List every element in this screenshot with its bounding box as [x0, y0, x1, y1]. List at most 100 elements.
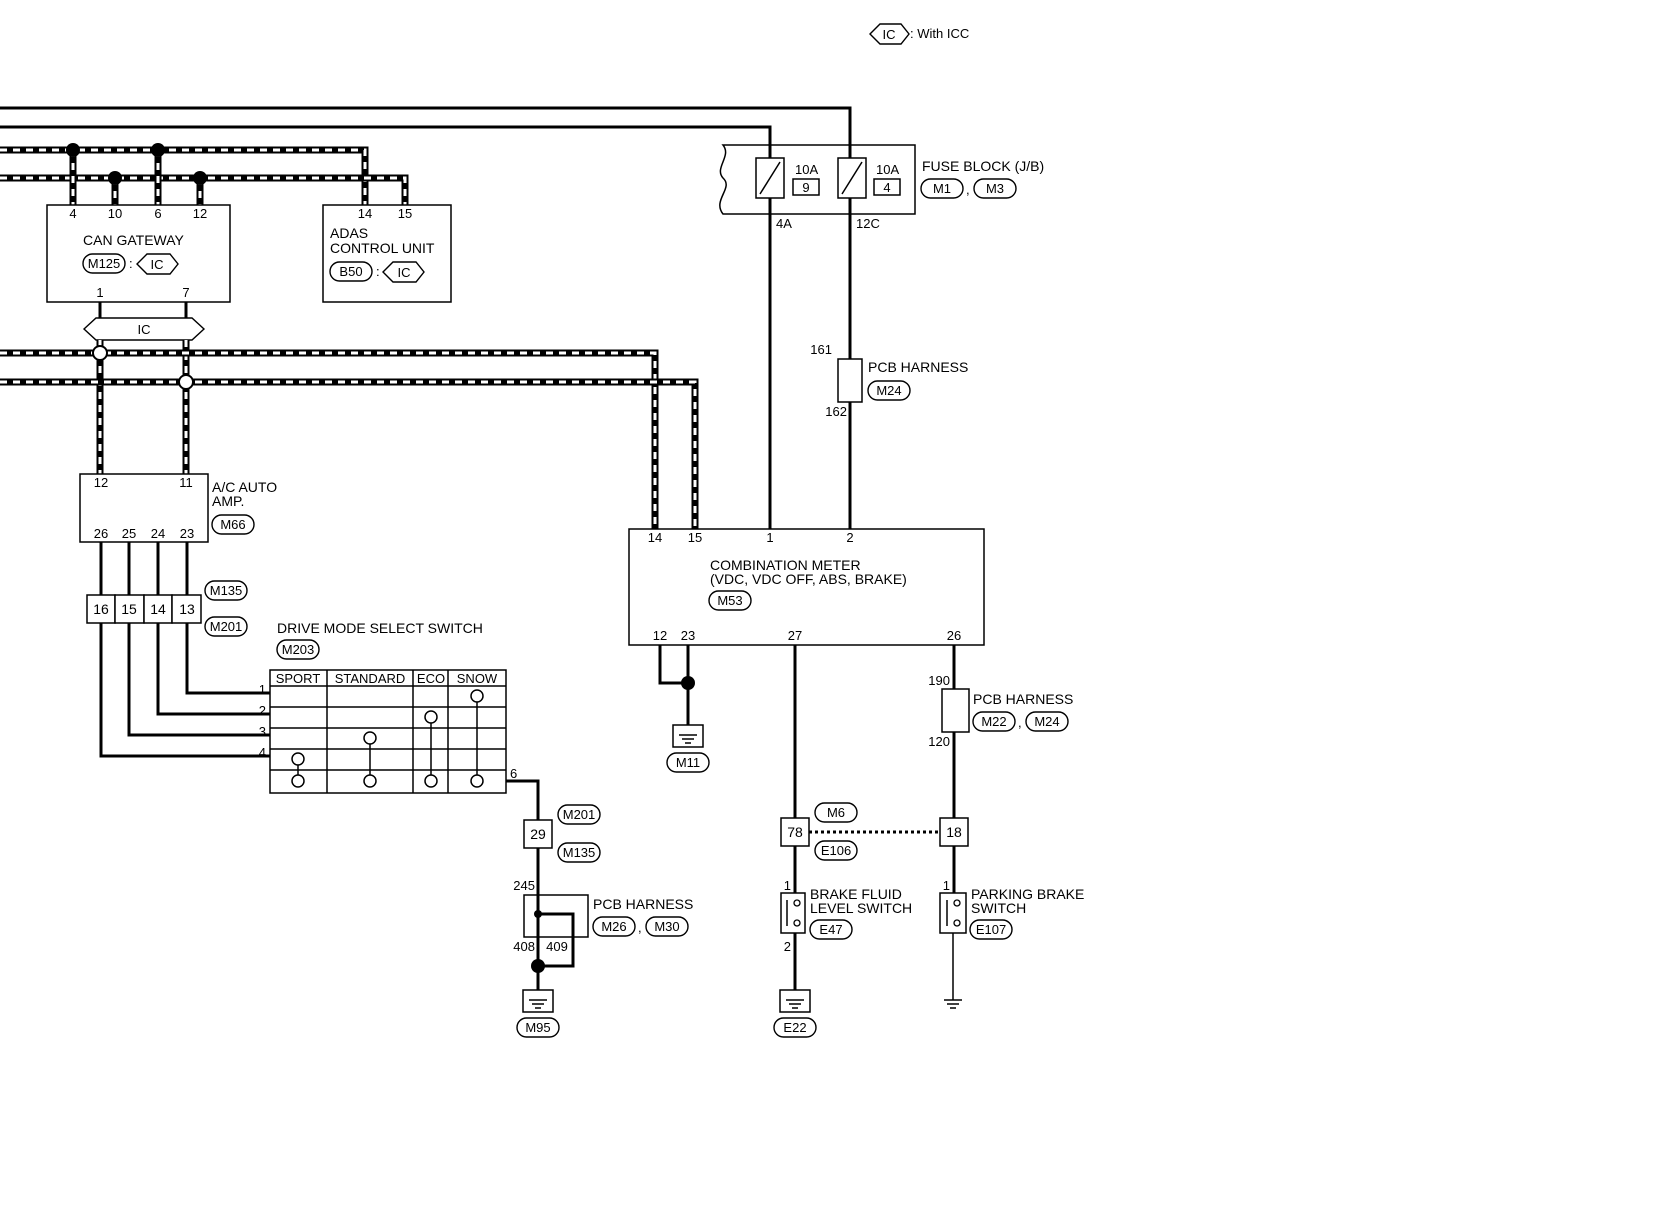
- connector-badge: [516, 1017, 560, 1038]
- ac-amp-title-2: AMP.: [212, 493, 244, 509]
- ic-bar-text: IC: [138, 322, 151, 337]
- ground-m95: M95: [516, 966, 560, 1038]
- pin-label: 2: [784, 939, 791, 954]
- ac-auto-amp: 12 11 26 25 24 23 A/C AUTO AMP. M66: [79, 473, 277, 543]
- switch-symbol: [780, 892, 806, 934]
- pin-label: 12: [193, 206, 207, 221]
- pin-label: 11: [179, 475, 193, 490]
- pin-label: 1: [784, 878, 791, 893]
- connector-label: E106: [821, 843, 851, 858]
- parking-brake-switch: 1 PARKING BRAKE SWITCH E107: [939, 878, 1084, 1009]
- contact: [363, 731, 377, 745]
- power-wires: [0, 106, 852, 145]
- pin-label: 4: [69, 206, 76, 221]
- pin-label: 6: [154, 206, 161, 221]
- wire-pin14-to-switch-2: [156, 623, 270, 716]
- pin-label: 18: [946, 824, 962, 840]
- pcb-harness-right: 190 120 PCB HARNESS M22 , M24: [928, 673, 1073, 749]
- ic-bar-shape: [82, 317, 206, 341]
- connector-badge: [1025, 711, 1069, 732]
- pin-label: 6: [510, 766, 517, 781]
- connector-78-box: [780, 817, 810, 847]
- pin-label: 2: [846, 530, 853, 545]
- combination-meter-box: [628, 528, 985, 646]
- adas-title-2: CONTROL UNIT: [330, 240, 435, 256]
- connector-badge: [814, 840, 858, 861]
- fuse-number-box: [792, 178, 820, 196]
- can-gateway-box: [46, 204, 231, 303]
- row-label: 4: [259, 745, 266, 760]
- ground-symbol: [779, 989, 811, 1013]
- row-label: 3: [259, 724, 266, 739]
- connector-badge: [276, 639, 320, 660]
- separator-comma: ,: [1018, 715, 1022, 730]
- fuse-number: 9: [802, 180, 809, 195]
- connector-label: M24: [876, 383, 901, 398]
- wire-gateway-to-ic: [98, 302, 188, 318]
- pin-label: 4A: [776, 216, 792, 231]
- pin-label: 409: [546, 939, 568, 954]
- pcb-harness-box: [837, 358, 863, 403]
- connector-label: M30: [654, 919, 679, 934]
- combination-meter-title-2: (VDC, VDC OFF, ABS, BRAKE): [710, 571, 907, 587]
- parking-brake-title-1: PARKING BRAKE: [971, 886, 1084, 902]
- pin-label: 15: [688, 530, 702, 545]
- can-bus-upper: [0, 143, 409, 205]
- pin-label: 12: [653, 628, 667, 643]
- pin-label: 25: [122, 526, 136, 541]
- adas-box: [322, 204, 452, 303]
- pcb-harness-bottom: 245 408 409 PCB HARNESS M26 , M30: [513, 878, 693, 973]
- contact: [291, 774, 305, 788]
- connector-badge: [972, 711, 1016, 732]
- joint-connector: 16 15 14 13 M135 M201: [86, 580, 248, 637]
- ground-symbol: [522, 989, 554, 1013]
- pin-label: 26: [94, 526, 108, 541]
- pcb-harness-title: PCB HARNESS: [593, 896, 693, 912]
- row-label: 2: [259, 703, 266, 718]
- pin-label: 162: [825, 404, 847, 419]
- splice-dot: [108, 171, 122, 185]
- ic-badge-text: IC: [151, 257, 164, 272]
- connector-label: M135: [210, 583, 243, 598]
- connector-badge: [204, 616, 248, 637]
- column-header: SPORT: [276, 671, 321, 686]
- connector-label: M1: [933, 181, 951, 196]
- pin-label: 14: [150, 601, 166, 617]
- contact: [470, 774, 484, 788]
- pin-label: 1: [96, 285, 103, 300]
- pcb-harness-box: [941, 688, 970, 733]
- connector-78: 78 M6 E106: [780, 802, 858, 861]
- ac-amp-title-1: A/C AUTO: [212, 479, 277, 495]
- legend-ic-badge: [869, 23, 910, 45]
- can-gateway: 4 10 6 12 CAN GATEWAY M125 : IC 1 7: [46, 204, 231, 303]
- ground-e22: E22: [773, 933, 817, 1038]
- pin-label: 24: [151, 526, 165, 541]
- wires-amp-to-joint: [99, 542, 189, 595]
- adas-control-unit: 14 15 ADAS CONTROL UNIT B50 : IC: [322, 204, 452, 303]
- connector-badge: [645, 916, 689, 937]
- pin-label: 14: [648, 530, 662, 545]
- connector-badge: [82, 253, 126, 274]
- column-header: SNOW: [457, 671, 498, 686]
- connector-badge: [809, 919, 853, 940]
- connector-29-box: [523, 819, 553, 849]
- fuse-block: 10A 9 10A 4 4A 12C FUSE BLOCK (J/B) M1 ,…: [719, 144, 1044, 231]
- contact: [470, 689, 484, 703]
- pcb-harness-top: 161 162 PCB HARNESS M24: [810, 342, 968, 419]
- connector-badge: [557, 804, 601, 825]
- switch-table: [269, 669, 507, 794]
- connector-18: 18: [939, 817, 969, 847]
- connector-badge: [973, 178, 1017, 199]
- separator-colon: :: [376, 264, 380, 279]
- pin-label: 29: [530, 826, 546, 842]
- switch-symbol: [939, 892, 967, 934]
- joint-connector-cell: [114, 594, 145, 624]
- fuse-amp: 10A: [876, 162, 899, 177]
- contact: [424, 774, 438, 788]
- ic-badge: [136, 253, 179, 275]
- connector-badge: [969, 919, 1013, 940]
- connector-label: M66: [220, 517, 245, 532]
- ground-label: E22: [783, 1020, 806, 1035]
- splice-dot-open: [92, 345, 108, 361]
